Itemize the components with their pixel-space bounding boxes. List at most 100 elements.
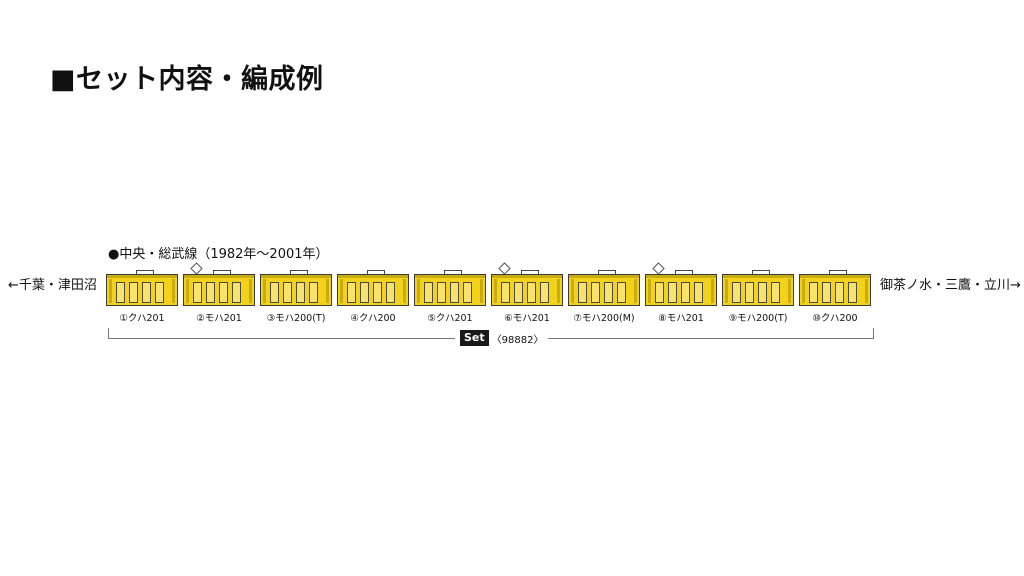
car-body — [337, 274, 409, 306]
train-car: ⑦モハ200(M) — [568, 262, 640, 324]
roof-stripe — [569, 275, 639, 278]
pantograph-icon — [498, 262, 511, 274]
car-door — [604, 282, 613, 303]
car-door — [527, 282, 536, 303]
car-body — [799, 274, 871, 306]
roof-equipment — [598, 270, 616, 275]
car-door — [732, 282, 741, 303]
car-end — [648, 279, 651, 303]
car-end — [480, 279, 483, 303]
page-title: ■セット内容・編成例 — [50, 64, 324, 95]
roof-equipment — [675, 270, 693, 275]
car-end — [249, 279, 252, 303]
car-body — [414, 274, 486, 306]
car-door — [809, 282, 818, 303]
car-door — [450, 282, 459, 303]
car-end — [557, 279, 560, 303]
train-car: ①クハ201 — [106, 262, 178, 324]
route-label: ●中央・総武線（1982年〜2001年） — [108, 247, 329, 262]
car-label: ⑦モハ200(M) — [573, 313, 635, 324]
right-destination: 御茶ノ水・三鷹・立川→ — [880, 278, 1021, 293]
car-door — [386, 282, 395, 303]
car-body — [491, 274, 563, 306]
train-car: ⑤クハ201 — [414, 262, 486, 324]
left-destination: ←千葉・津田沼 — [8, 278, 97, 293]
car-door — [771, 282, 780, 303]
train-car: ⑧モハ201 — [645, 262, 717, 324]
car-label: ⑩クハ200 — [812, 313, 858, 324]
car-end — [109, 279, 112, 303]
car-door — [758, 282, 767, 303]
roof-equipment — [290, 270, 308, 275]
car-door — [463, 282, 472, 303]
set-label: Set 〈98882〉 — [455, 329, 549, 347]
car-door — [681, 282, 690, 303]
roof-stripe — [261, 275, 331, 278]
train-car: ③モハ200(T) — [260, 262, 332, 324]
set-badge: Set — [460, 330, 489, 346]
car-door — [155, 282, 164, 303]
car-door — [591, 282, 600, 303]
roof-stripe — [800, 275, 870, 278]
car-door — [848, 282, 857, 303]
roof-equipment — [829, 270, 847, 275]
car-door — [309, 282, 318, 303]
roof-equipment — [752, 270, 770, 275]
car-end — [403, 279, 406, 303]
train-car: ⑨モハ200(T) — [722, 262, 794, 324]
car-label: ④クハ200 — [350, 313, 396, 324]
car-end — [494, 279, 497, 303]
car-label: ⑥モハ201 — [504, 313, 550, 324]
car-end — [788, 279, 791, 303]
car-door — [617, 282, 626, 303]
car-label: ②モハ201 — [196, 313, 242, 324]
train-car: ⑩クハ200 — [799, 262, 871, 324]
car-body — [645, 274, 717, 306]
car-door — [296, 282, 305, 303]
car-label: ①クハ201 — [119, 313, 165, 324]
car-door — [347, 282, 356, 303]
car-end — [634, 279, 637, 303]
roof-stripe — [723, 275, 793, 278]
car-end — [571, 279, 574, 303]
roof-stripe — [338, 275, 408, 278]
car-door — [540, 282, 549, 303]
car-door — [232, 282, 241, 303]
car-body — [568, 274, 640, 306]
car-label: ⑧モハ201 — [658, 313, 704, 324]
train-formation: ①クハ201 ②モハ201 ③モハ200(T) ④クハ200 ⑤クハ201 ⑥モハ201 ⑦… — [106, 262, 874, 324]
pantograph-icon — [652, 262, 665, 274]
roof-stripe — [492, 275, 562, 278]
car-door — [424, 282, 433, 303]
car-door — [373, 282, 382, 303]
roof-equipment — [444, 270, 462, 275]
car-door — [745, 282, 754, 303]
car-door — [219, 282, 228, 303]
car-door — [129, 282, 138, 303]
car-end — [725, 279, 728, 303]
roof-equipment — [367, 270, 385, 275]
roof-equipment — [213, 270, 231, 275]
car-door — [142, 282, 151, 303]
car-door — [822, 282, 831, 303]
car-door — [193, 282, 202, 303]
car-door — [206, 282, 215, 303]
car-door — [437, 282, 446, 303]
car-end — [340, 279, 343, 303]
car-body — [183, 274, 255, 306]
car-end — [263, 279, 266, 303]
roof-stripe — [646, 275, 716, 278]
car-end — [417, 279, 420, 303]
car-label: ⑤クハ201 — [427, 313, 473, 324]
train-car: ⑥モハ201 — [491, 262, 563, 324]
car-body — [106, 274, 178, 306]
roof-equipment — [521, 270, 539, 275]
car-door — [501, 282, 510, 303]
car-body — [722, 274, 794, 306]
train-car: ④クハ200 — [337, 262, 409, 324]
car-door — [360, 282, 369, 303]
car-door — [514, 282, 523, 303]
car-end — [186, 279, 189, 303]
car-body — [260, 274, 332, 306]
pantograph-icon — [190, 262, 203, 274]
